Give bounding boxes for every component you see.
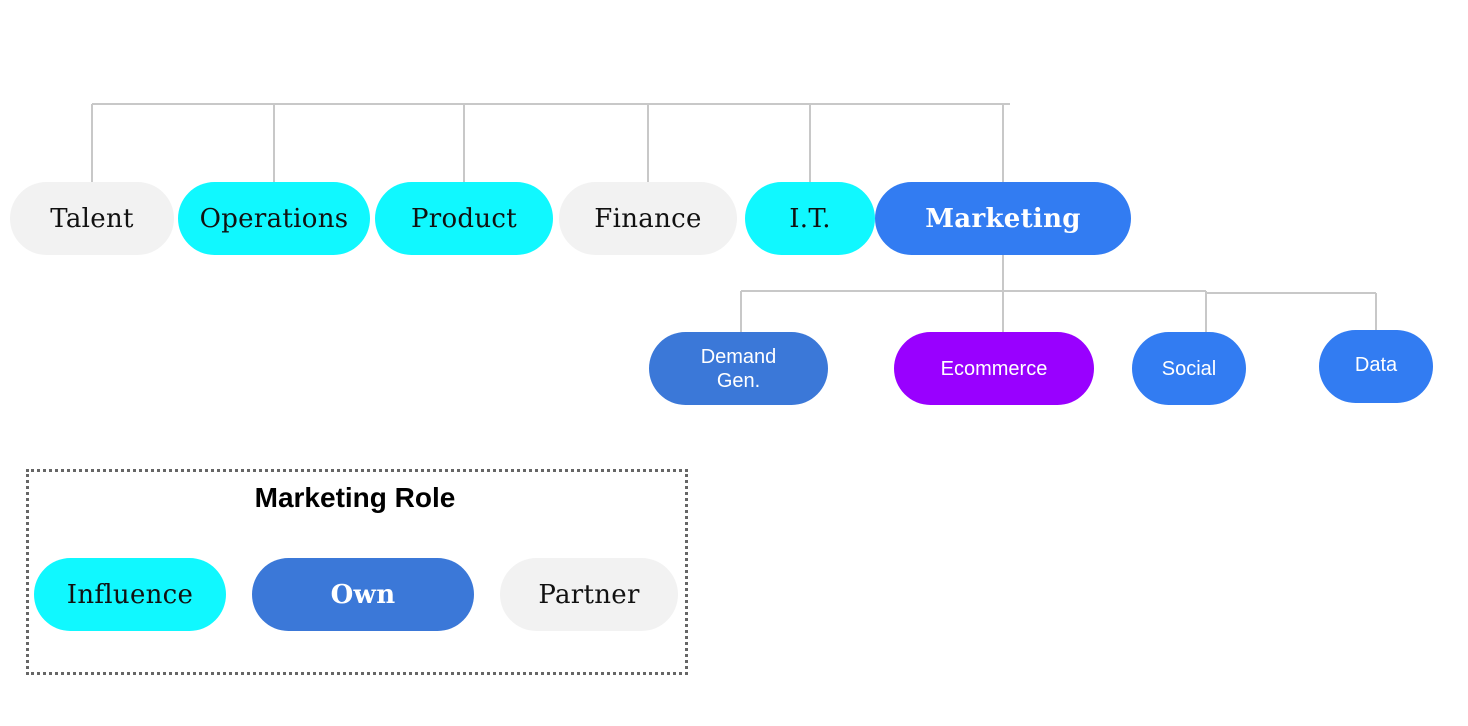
dept-talent: Talent xyxy=(10,182,174,255)
legend-title: Marketing Role xyxy=(254,482,456,513)
team-data-label: Data xyxy=(1354,353,1398,376)
legend-own: Own xyxy=(252,558,474,631)
legend-partner-label: Partner xyxy=(538,579,640,610)
dept-product-label: Product xyxy=(410,203,518,234)
dept-marketing-label: Marketing xyxy=(925,203,1081,234)
legend-partner: Partner xyxy=(500,558,678,631)
team-data: Data xyxy=(1319,330,1433,403)
team-demand-gen: Demand Gen. xyxy=(649,332,828,405)
dept-it: I.T. xyxy=(745,182,875,255)
dept-marketing: Marketing xyxy=(875,182,1131,255)
dept-finance-label: Finance xyxy=(594,203,702,234)
legend-box xyxy=(26,469,688,675)
team-ecommerce-label: Ecommerce xyxy=(940,357,1048,380)
team-social: Social xyxy=(1132,332,1246,405)
team-demand-gen-label: Demand Gen. xyxy=(700,345,777,392)
dept-operations-label: Operations xyxy=(199,203,349,234)
dept-operations: Operations xyxy=(178,182,370,255)
legend-influence: Influence xyxy=(34,558,226,631)
dept-it-label: I.T. xyxy=(789,203,831,234)
dept-finance: Finance xyxy=(559,182,737,255)
team-ecommerce: Ecommerce xyxy=(894,332,1094,405)
dept-product: Product xyxy=(375,182,553,255)
team-social-label: Social xyxy=(1161,357,1217,380)
legend-own-label: Own xyxy=(330,579,396,610)
legend-influence-label: Influence xyxy=(66,579,194,610)
dept-talent-label: Talent xyxy=(50,203,134,234)
